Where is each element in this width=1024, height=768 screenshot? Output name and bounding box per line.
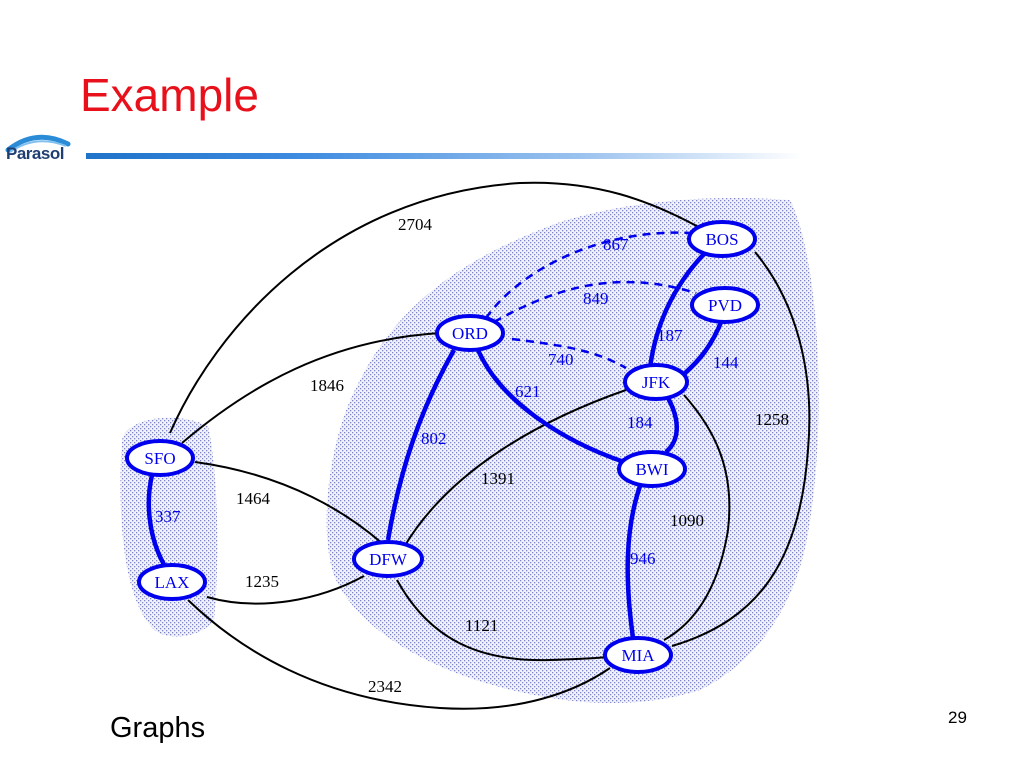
weight-lax-mia: 2342 — [368, 677, 402, 696]
weight-dfw-mia: 1121 — [465, 616, 498, 635]
edge-dfw-jfk — [403, 389, 627, 548]
node-dfw-label: DFW — [369, 550, 408, 569]
weight-sfo-dfw: 1464 — [236, 489, 271, 508]
edge-bwi-mia — [625, 485, 643, 639]
weight-jfk-mia: 1090 — [670, 511, 704, 530]
footer-label: Graphs — [110, 712, 206, 744]
weight-sfo-ord: 1846 — [310, 376, 344, 395]
weight-sfo-bos: 2704 — [398, 215, 433, 234]
weight-ord-bos: 867 — [603, 235, 629, 254]
weight-bos-jfk: 187 — [657, 326, 683, 345]
plain-edges — [169, 181, 811, 710]
bold-edges — [146, 252, 725, 639]
parasol-arc-icon — [5, 134, 71, 153]
weight-ord-bwi: 621 — [515, 382, 541, 401]
weight-ord-jfk: 740 — [548, 350, 574, 369]
edge-sfo-dfw — [194, 461, 385, 546]
edge-ord-bwi — [475, 349, 625, 465]
node-bos-label: BOS — [705, 230, 738, 249]
page-number: 29 — [948, 708, 967, 727]
node-sfo-label: SFO — [144, 449, 175, 468]
weight-dfw-jfk: 1391 — [481, 469, 515, 488]
node-lax-label: LAX — [155, 573, 190, 592]
node-pvd-label: PVD — [708, 296, 742, 315]
edge-lax-mia — [187, 599, 611, 710]
edge-sfo-ord — [181, 332, 441, 444]
node-pvd: PVD — [690, 286, 760, 324]
node-sfo: SFO — [125, 439, 195, 477]
edge-sfo-lax — [146, 474, 168, 570]
edge-pvd-jfk — [682, 319, 725, 376]
node-jfk: JFK — [623, 363, 689, 401]
node-bwi: BWI — [617, 450, 687, 488]
node-mia: MIA — [603, 636, 673, 674]
weight-bwi-mia: 946 — [630, 549, 656, 568]
edge-bos-jfk — [647, 252, 706, 369]
node-mia-label: MIA — [621, 646, 655, 665]
node-bos: BOS — [687, 220, 757, 258]
edge-ord-dfw — [385, 348, 456, 541]
edge-jfk-bwi — [664, 396, 679, 454]
weight-bos-mia: 1258 — [755, 410, 789, 429]
weight-lax-dfw: 1235 — [245, 572, 279, 591]
edge-ord-jfk — [511, 337, 627, 370]
node-bwi-label: BWI — [635, 460, 668, 479]
node-lax: LAX — [137, 563, 207, 601]
edge-ord-bos — [484, 231, 693, 319]
weight-ord-dfw: 802 — [421, 429, 447, 448]
edge-bos-mia — [671, 251, 811, 647]
weight-jfk-bwi: 184 — [627, 413, 653, 432]
weight-pvd-jfk: 144 — [713, 353, 739, 372]
edge-ord-pvd — [493, 280, 697, 324]
node-dfw: DFW — [352, 540, 424, 578]
node-ord: ORD — [435, 314, 505, 352]
edge-lax-dfw — [206, 575, 365, 605]
east-region-shade — [326, 197, 819, 704]
node-jfk-label: JFK — [642, 373, 671, 392]
slide-title: Example — [80, 69, 259, 121]
node-ord-label: ORD — [452, 324, 488, 343]
title-underline — [86, 153, 802, 159]
parasol-logo: Parasol — [2, 130, 82, 174]
weight-sfo-lax: 337 — [155, 507, 181, 526]
edge-sfo-bos — [169, 181, 705, 434]
dashed-edges — [484, 231, 697, 370]
edge-jfk-mia — [663, 394, 731, 641]
weight-ord-pvd: 849 — [583, 289, 609, 308]
logo-wordmark: Parasol — [6, 144, 64, 163]
edge-dfw-mia — [396, 579, 607, 662]
